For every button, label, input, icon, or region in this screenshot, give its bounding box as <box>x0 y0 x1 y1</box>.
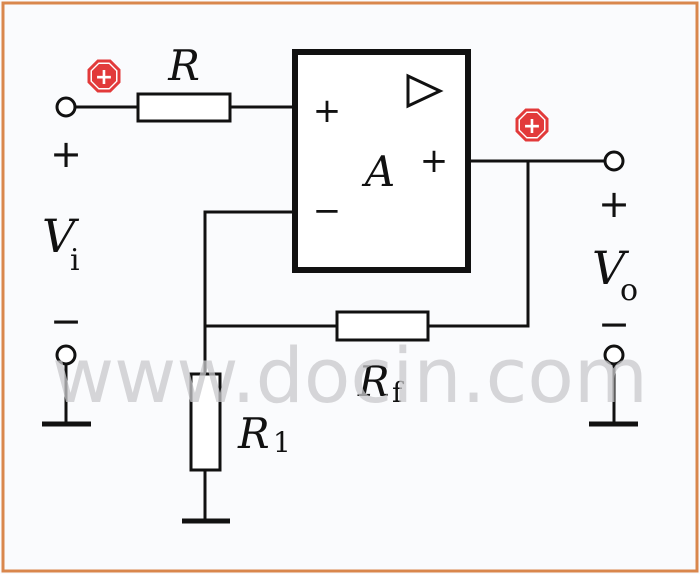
vo-minus-sign: − <box>598 302 630 346</box>
terminal-vi-minus <box>55 344 77 366</box>
output-marker-sign: + <box>523 114 541 139</box>
polarity-marker-output: + <box>515 108 549 142</box>
label-r: R <box>167 41 200 90</box>
opamp-minus-input-sign: − <box>313 191 342 231</box>
label-vi-main: V <box>42 209 80 263</box>
triangle-icon <box>406 73 444 109</box>
label-vi-sub: i <box>70 243 80 278</box>
label-vo-main: V <box>592 241 630 295</box>
vi-plus-sign: + <box>50 132 82 176</box>
vi-minus-sign: − <box>50 299 82 343</box>
vo-plus-sign: + <box>598 182 630 226</box>
label-vo-sub: o <box>620 273 638 308</box>
label-r1-main: R <box>237 409 270 458</box>
opamp-label: A <box>361 147 395 196</box>
opamp-plus-output-sign: + <box>420 141 449 181</box>
polarity-marker-input: + <box>87 59 121 93</box>
input-marker-sign: + <box>95 65 113 90</box>
terminal-vi-plus <box>55 96 77 118</box>
wires <box>64 105 616 523</box>
resistor-r1 <box>189 372 222 472</box>
label-r1-sub: 1 <box>273 426 291 459</box>
terminal-vo-minus <box>603 344 625 366</box>
label-rf-main: R <box>357 357 390 406</box>
opamp-plus-input-sign: + <box>313 91 342 131</box>
terminal-vo-plus <box>603 150 625 172</box>
opamp-box <box>292 49 471 273</box>
label-rf-sub: f <box>392 376 405 409</box>
resistor-rf <box>335 310 430 342</box>
resistor-r <box>136 92 232 123</box>
watermark: www.docin.com <box>52 331 648 420</box>
